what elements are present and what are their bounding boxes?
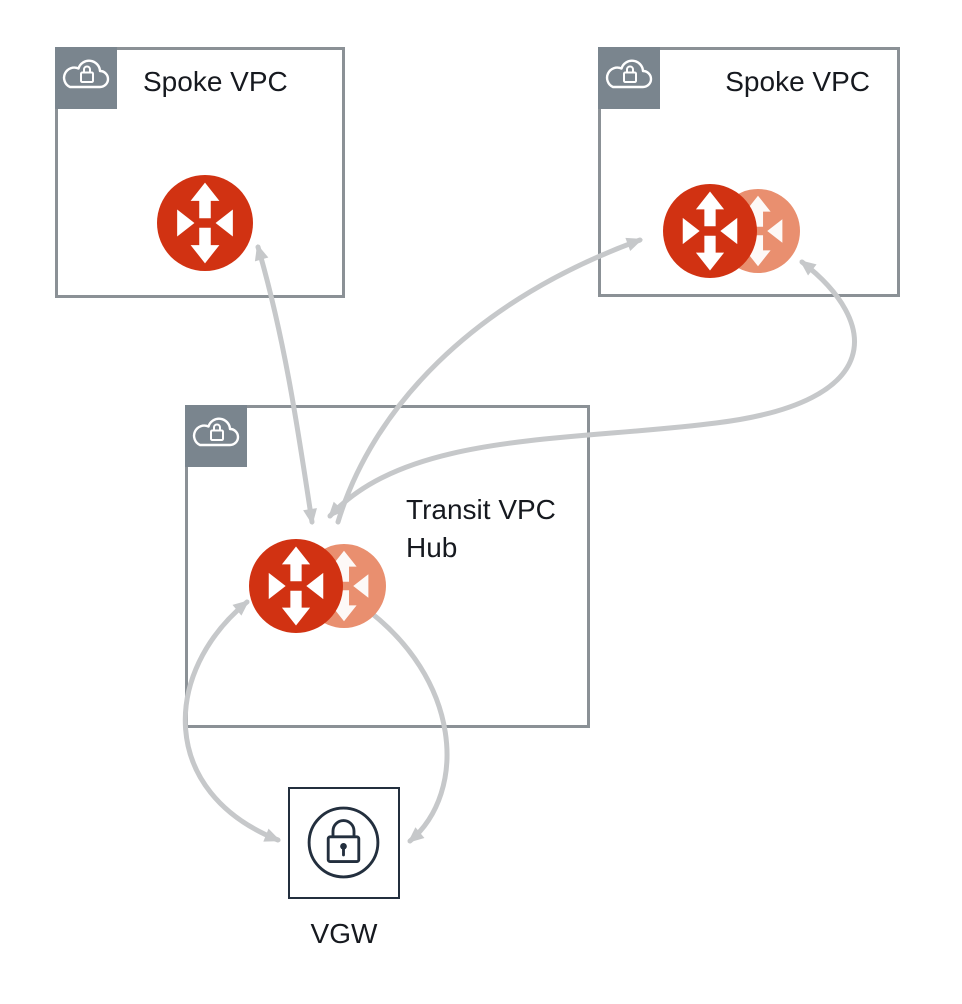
vgw-lock-icon	[307, 806, 380, 879]
cloud-lock-icon	[598, 47, 660, 109]
spoke-vpc-left-label: Spoke VPC	[143, 66, 288, 97]
vgw-box	[288, 787, 400, 899]
transit-vpc-hub-label: Transit VPC Hub	[406, 494, 556, 563]
cloud-lock-icon	[185, 405, 247, 467]
router-icon-spoke-left	[157, 175, 253, 271]
router-icon-hub	[249, 539, 343, 633]
vgw-label: VGW	[310, 918, 378, 949]
transit-vpc-hub-box: Transit VPC Hub	[185, 405, 590, 728]
cloud-lock-icon	[55, 47, 117, 109]
spoke-vpc-right-label: Spoke VPC	[725, 66, 870, 97]
router-icon-spoke-right	[663, 184, 757, 278]
